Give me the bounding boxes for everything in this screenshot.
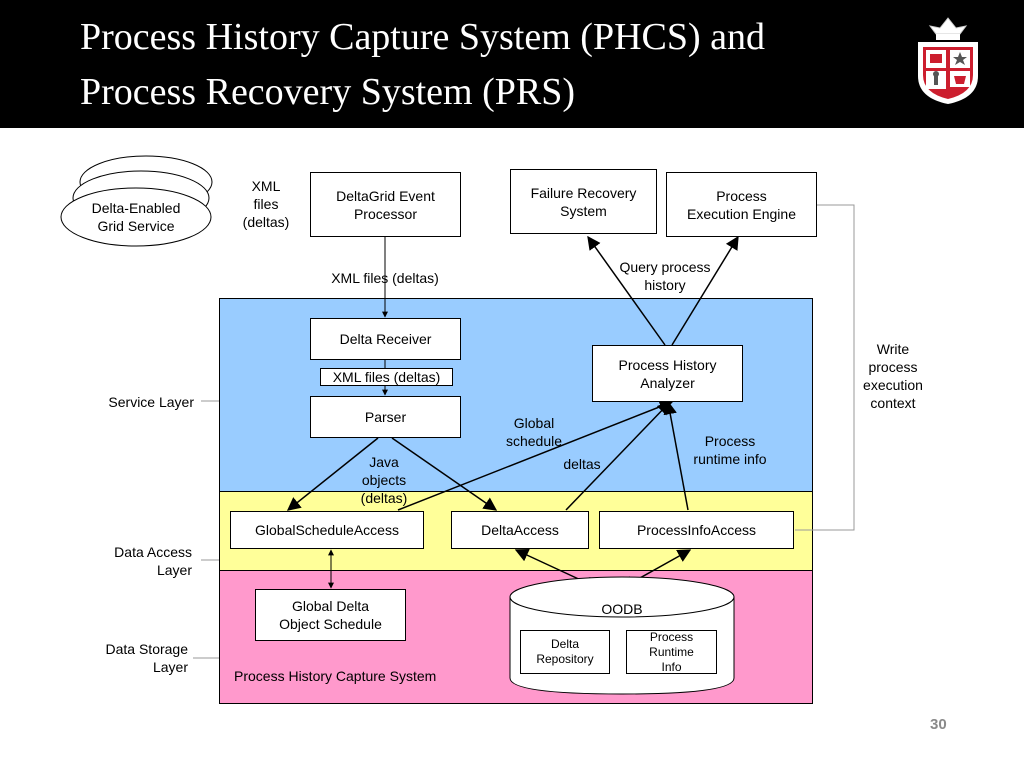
xml-files-deltas-label-top: XML files (deltas) bbox=[331, 270, 439, 286]
parser: Parser bbox=[310, 396, 461, 438]
process-history-analyzer-line-2: Analyzer bbox=[640, 374, 695, 391]
process-history-analyzer: Process History Analyzer bbox=[592, 345, 743, 402]
write-process-execution-context-label: Write process execution context bbox=[850, 340, 936, 412]
process-execution-engine: Process Execution Engine bbox=[666, 172, 817, 237]
delta-access: DeltaAccess bbox=[451, 511, 589, 549]
java-objects-label-line-1: Java bbox=[369, 454, 399, 470]
grid-service-label-line-2: Grid Service bbox=[97, 218, 175, 234]
grid-service-label: Delta-Enabled Grid Service bbox=[66, 199, 206, 235]
java-objects-label: Java objects (deltas) bbox=[346, 453, 422, 507]
university-seal-logo bbox=[918, 17, 978, 104]
query-process-history-line-2: history bbox=[644, 277, 686, 293]
title-bar bbox=[0, 0, 1024, 128]
global-delta-object-schedule-line-2: Object Schedule bbox=[279, 616, 382, 632]
deltagrid-event-processor-line-1: DeltaGrid Event bbox=[336, 187, 435, 204]
slide-title: Process History Capture System (PHCS) an… bbox=[80, 10, 910, 120]
xml-files-edge-label-line-2: files bbox=[253, 196, 279, 212]
xml-files-deltas-label-inner: XML files (deltas) bbox=[320, 368, 453, 386]
delta-repository-line-1: Delta bbox=[550, 637, 579, 651]
failure-recovery-system-line-2: System bbox=[560, 202, 607, 219]
process-info-access: ProcessInfoAccess bbox=[599, 511, 794, 549]
slide-title-line-1: Process History Capture System (PHCS) an… bbox=[80, 16, 766, 58]
data-storage-layer-label-line-2: Layer bbox=[152, 659, 188, 675]
java-objects-label-line-2: objects bbox=[361, 472, 407, 488]
xml-files-edge-label-line-3: (deltas) bbox=[242, 214, 290, 230]
process-runtime-info-store-line-1: Process bbox=[649, 629, 694, 644]
query-process-history-label: Query process history bbox=[605, 258, 725, 294]
deltagrid-event-processor: DeltaGrid Event Processor bbox=[310, 172, 461, 237]
data-access-layer-label: Data Access Layer bbox=[60, 543, 192, 579]
failure-recovery-system: Failure Recovery System bbox=[510, 169, 657, 234]
data-access-layer-label-line-2: Layer bbox=[156, 562, 192, 578]
global-schedule-label-line-1: Global bbox=[513, 415, 555, 431]
global-schedule-label: Global schedule bbox=[494, 414, 574, 450]
phcs-label: Process History Capture System bbox=[234, 668, 437, 684]
oodb-label: OODB bbox=[601, 601, 643, 617]
write-label-line-1: Write bbox=[876, 341, 910, 357]
write-label-line-2: process bbox=[868, 359, 918, 375]
process-history-analyzer-line-1: Process History bbox=[618, 356, 717, 373]
global-schedule-access: GlobalScheduleAccess bbox=[230, 511, 424, 549]
process-runtime-info-store-line-2: Runtime bbox=[649, 644, 694, 659]
failure-recovery-system-line-1: Failure Recovery bbox=[530, 184, 637, 201]
process-runtime-info-label-line-1: Process bbox=[704, 433, 756, 449]
global-delta-object-schedule: Global Delta Object Schedule bbox=[255, 589, 406, 641]
xml-files-edge-label: XML files (deltas) bbox=[226, 177, 306, 231]
process-runtime-info-store-line-3: Info bbox=[661, 659, 682, 674]
process-execution-engine-line-2: Execution Engine bbox=[687, 205, 796, 222]
page-number: 30 bbox=[930, 716, 947, 733]
process-execution-engine-line-1: Process bbox=[716, 187, 767, 204]
xml-files-edge-label-line-1: XML bbox=[251, 178, 281, 194]
delta-receiver: Delta Receiver bbox=[310, 318, 461, 360]
deltagrid-event-processor-line-2: Processor bbox=[353, 205, 417, 222]
data-access-layer-label-line-1: Data Access bbox=[114, 544, 192, 560]
deltas-label: deltas bbox=[563, 456, 601, 472]
service-layer-label: Service Layer bbox=[108, 394, 194, 410]
query-process-history-line-1: Query process bbox=[619, 259, 711, 275]
write-label-line-3: execution bbox=[863, 377, 923, 393]
global-delta-object-schedule-line-1: Global Delta bbox=[291, 598, 370, 614]
global-schedule-label-line-2: schedule bbox=[505, 433, 563, 449]
data-storage-layer-label-line-1: Data Storage bbox=[105, 641, 189, 657]
process-runtime-info-label: Process runtime info bbox=[680, 432, 780, 468]
java-objects-label-line-3: (deltas) bbox=[360, 490, 408, 506]
process-runtime-info-label-line-2: runtime info bbox=[693, 451, 767, 467]
grid-service-label-line-1: Delta-Enabled bbox=[91, 200, 181, 216]
delta-repository: Delta Repository bbox=[520, 630, 610, 674]
process-runtime-info-store: Process Runtime Info bbox=[626, 630, 717, 674]
data-storage-layer-label: Data Storage Layer bbox=[50, 640, 189, 676]
delta-repository-line-2: Repository bbox=[536, 652, 594, 666]
write-label-line-4: context bbox=[870, 395, 916, 411]
slide-title-line-2: Process Recovery System (PRS) bbox=[80, 71, 576, 113]
